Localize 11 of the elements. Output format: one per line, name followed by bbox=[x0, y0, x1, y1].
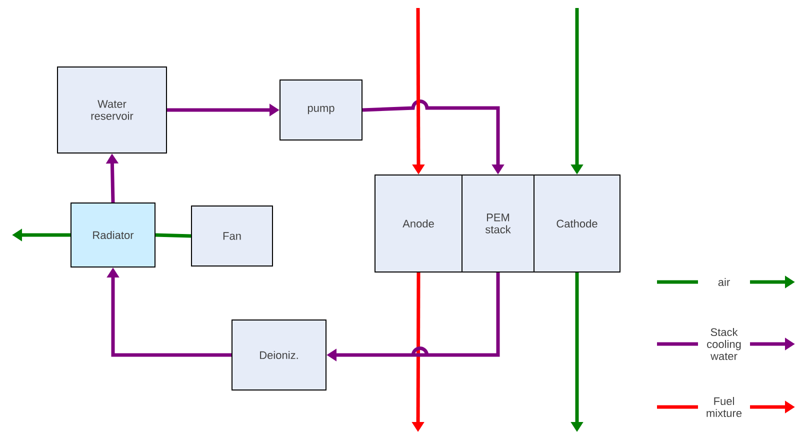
legend-label: Fuel mixture bbox=[698, 396, 750, 418]
process-box: Fan bbox=[191, 206, 273, 266]
process-box: Radiator bbox=[70, 202, 156, 268]
legend-label: air bbox=[698, 276, 750, 288]
process-box: Water reservoir bbox=[57, 66, 167, 154]
stack-section: Cathode bbox=[534, 174, 620, 272]
stack-section: Anode bbox=[374, 174, 462, 272]
legend-label: Stack cooling water bbox=[698, 326, 750, 362]
process-box: pump bbox=[280, 80, 362, 140]
stack-section: PEM stack bbox=[462, 174, 534, 272]
process-box: Deioniz. bbox=[232, 320, 326, 390]
